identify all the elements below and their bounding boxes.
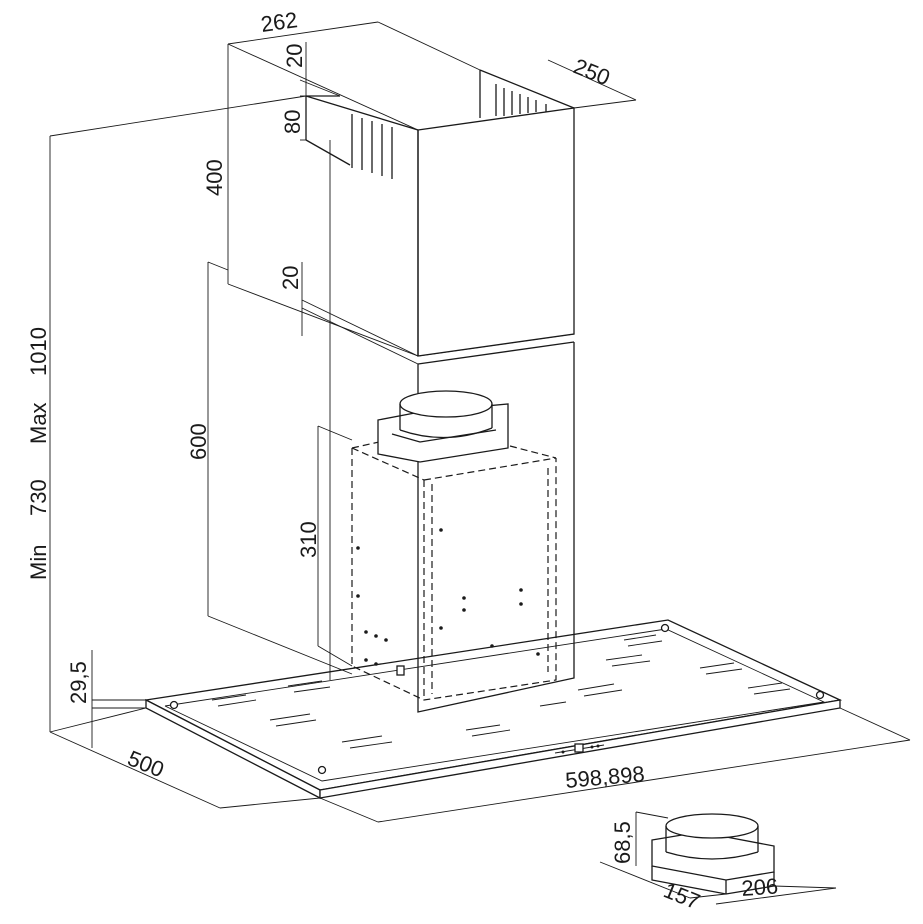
canopy-plate xyxy=(143,619,843,800)
dim-adapter-depth: 157 xyxy=(660,877,703,914)
dim-vent-height: 80 xyxy=(280,110,305,134)
dim-motor-height: 310 xyxy=(296,521,321,558)
dim-upper-chimney-height: 400 xyxy=(202,159,227,196)
dim-adapter-width: 206 xyxy=(741,873,779,901)
adapter-dimension-lines xyxy=(599,811,837,905)
motor-unit xyxy=(351,390,557,701)
chimney-vents-left xyxy=(305,95,393,179)
dim-canopy-depth: 500 xyxy=(124,745,167,782)
dim-chimney-width: 262 xyxy=(259,7,299,37)
chimney-vents-right xyxy=(495,84,547,116)
glass-reflection-lines xyxy=(211,634,791,749)
dim-top-gap: 20 xyxy=(282,44,307,68)
dim-total-max-label: Max xyxy=(26,402,51,444)
canopy-screws xyxy=(169,623,825,775)
dim-total-min: 730 xyxy=(26,479,51,516)
dim-lower-chimney-height: 600 xyxy=(186,423,211,460)
dimension-labels: 262 250 20 80 400 20 600 310 Min 730 Max… xyxy=(26,7,779,914)
motor-rivets xyxy=(356,528,540,676)
dim-canopy-width: 598,898 xyxy=(564,761,645,793)
control-panel xyxy=(554,743,605,754)
dim-total-min-label: Min xyxy=(26,545,51,580)
dim-adapter-height: 68,5 xyxy=(610,821,635,864)
extension-lines xyxy=(49,21,911,823)
dim-lower-gap: 20 xyxy=(278,266,303,290)
dim-canopy-thickness: 29,5 xyxy=(66,661,91,704)
dim-chimney-depth: 250 xyxy=(570,53,613,90)
upper-chimney xyxy=(305,69,575,357)
dim-total-max: 1010 xyxy=(26,327,51,376)
duct-adapter xyxy=(599,811,837,905)
